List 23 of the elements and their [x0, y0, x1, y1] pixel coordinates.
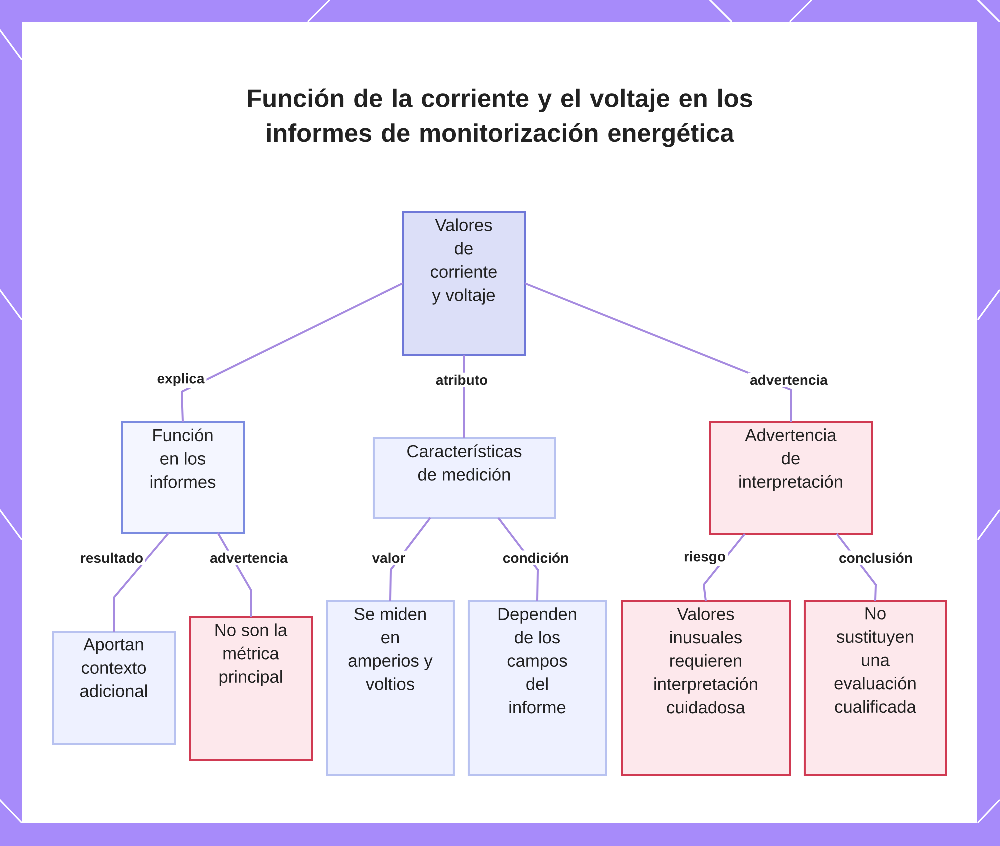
edge-label: condición — [500, 550, 572, 566]
edge-label: conclusión — [837, 550, 915, 566]
concept-box: Valores de corriente y voltaje — [402, 211, 526, 356]
concept-box: Se miden en amperios y voltios — [326, 600, 455, 776]
concept-box: Características de medición — [372, 437, 556, 519]
concept-box: Aportan contexto adicional — [52, 631, 176, 745]
connector — [524, 282, 792, 422]
edge-label: advertencia — [208, 550, 290, 566]
concept-box: Advertencia de interpretación — [709, 421, 873, 535]
edge-label: advertencia — [748, 372, 830, 388]
concept-box: Dependen de los campos del informe — [468, 600, 608, 776]
edge-label: resultado — [78, 550, 146, 566]
edge-label: riesgo — [682, 549, 728, 567]
edge-label: atributo — [434, 372, 490, 388]
edge-label: explica — [155, 371, 207, 389]
title: Función de la corriente y el voltaje en los informes de monitorización energética — [248, 88, 752, 148]
concept-box: Valores inusuales requieren interpretación cuidadosa — [621, 600, 791, 776]
concept-box: No sustituyen una evaluación cualificada — [804, 600, 948, 776]
concept-box: No son la métrica principal — [189, 616, 313, 761]
concept-box: Función en los informes — [121, 421, 245, 534]
connector — [180, 282, 404, 422]
connector — [113, 532, 170, 632]
edge-label: valor — [370, 550, 408, 566]
